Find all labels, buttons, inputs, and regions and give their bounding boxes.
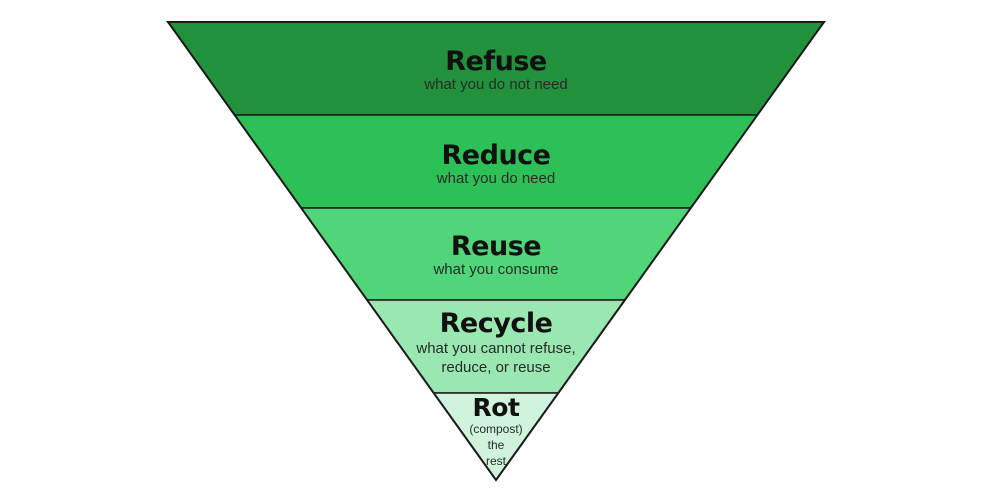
tier-subtitle-rot-line-2: the xyxy=(488,438,505,452)
tier-title-reuse: Reuse xyxy=(451,231,541,262)
tier-title-rot: Rot xyxy=(473,393,520,422)
tier-subtitle-refuse-line-1: what you do not need xyxy=(423,76,567,93)
tier-title-refuse: Refuse xyxy=(445,46,546,77)
tier-subtitle-rot-line-1: (compost) xyxy=(469,422,522,436)
tier-subtitle-reuse-line-1: what you consume xyxy=(432,261,558,278)
tier-subtitle-rot-line-3: rest xyxy=(486,454,507,468)
tier-subtitle-reduce-line-1: what you do need xyxy=(436,170,555,187)
tier-title-recycle: Recycle xyxy=(440,308,553,339)
tier-subtitle-recycle-line-2: reduce, or reuse xyxy=(441,359,550,376)
tier-title-reduce: Reduce xyxy=(442,140,551,171)
pyramid-outline xyxy=(166,21,826,482)
tier-subtitle-recycle-line-1: what you cannot refuse, xyxy=(415,340,575,357)
